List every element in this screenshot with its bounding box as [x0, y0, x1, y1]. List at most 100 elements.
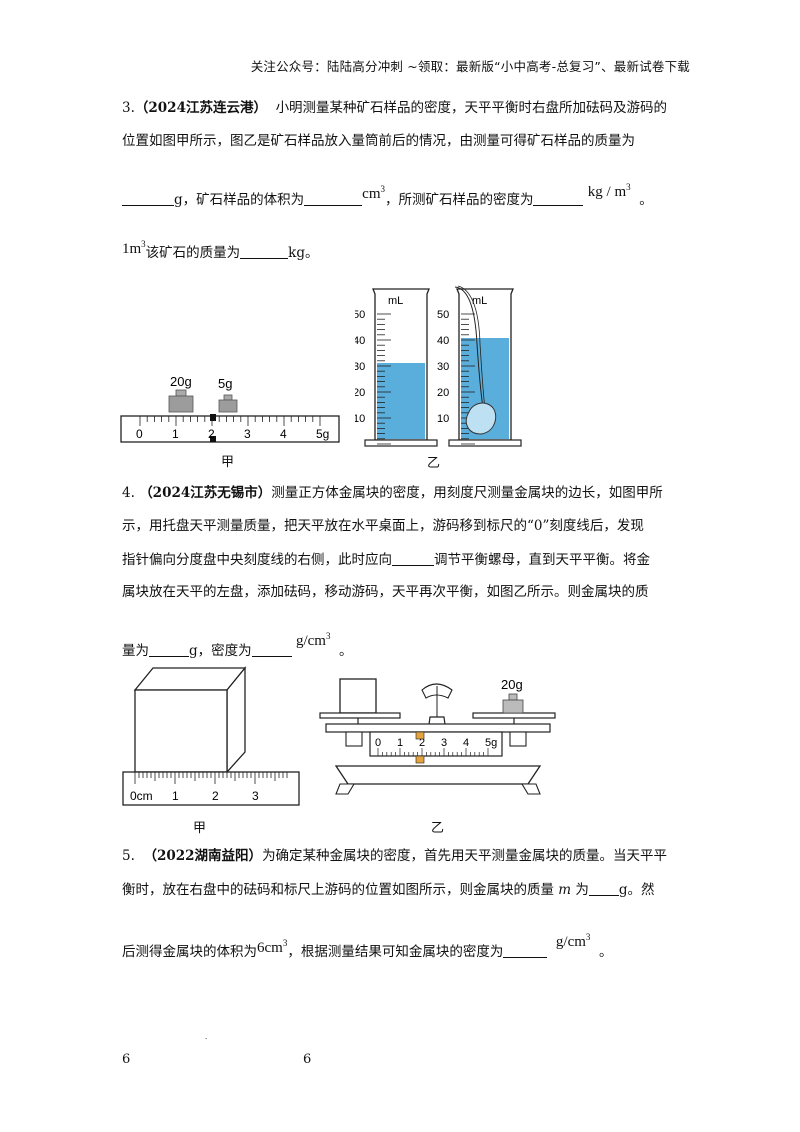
q3-unit-1m3: 1m3	[122, 239, 146, 257]
q3-weight-5g-label: 5g	[218, 376, 232, 391]
cylinder-after: mL 50 40 30 20 10	[437, 285, 522, 447]
q3-text-3b: ，所测矿石样品的密度为	[384, 192, 534, 208]
q4-caption-yi: 乙	[431, 821, 445, 836]
q4-rider-tick-label: 3	[441, 737, 447, 749]
q3-text-4-end: kg。	[288, 245, 319, 261]
q4-source: （2024江苏无锡市）	[139, 485, 272, 501]
q4-line1: 4. （2024江苏无锡市）测量正方体金属块的密度，用刻度尺测量金属块的边长，如…	[122, 485, 663, 501]
q4-blank-direction[interactable]	[392, 553, 434, 566]
q3-rider-tick-label: 5g	[316, 427, 329, 441]
q3-unit-kgm3: kg / m3	[587, 182, 631, 200]
q4-blank-mass[interactable]	[149, 644, 189, 657]
q3-number: 3.	[122, 100, 135, 116]
q4-ruler-tick-label: 2	[212, 789, 219, 803]
page-header: 关注公众号：陆陆高分冲刺 ~领取：最新版“小中高考-总复习”、最新试卷下载	[250, 59, 690, 74]
q5-text-2b: 为	[575, 882, 589, 898]
cyl2-tick-label: 40	[437, 335, 449, 347]
cyl1-tick-label: 10	[355, 413, 365, 425]
metal-block-on-pan	[339, 678, 377, 714]
q3-line4: 1m3该矿石的质量为 kg。	[122, 240, 319, 261]
cyl2-tick-label: 30	[437, 361, 449, 373]
q3-blank-density[interactable]	[533, 193, 584, 206]
q3-weight-20g-label: 20g	[170, 374, 192, 389]
q3-weight-20g	[168, 395, 194, 413]
q4-ruler-tick-label: 1	[172, 789, 179, 803]
q4-text-3b: 调节平衡螺母，直到天平平衡。将金	[434, 552, 650, 568]
q5-unit-6cm3: 6cm3	[257, 938, 288, 956]
footer-dot: .	[205, 1033, 208, 1041]
cyl1-tick-label: 50	[355, 309, 365, 321]
q3-figure-yi: mL 50 40 30 20 10 mL 50 40 30 20 10	[355, 285, 522, 447]
q4-line4: 属块放在天平的左盘，添加砝码，移动游码，天平再次平衡，如图乙所示。则金属块的质	[122, 584, 649, 600]
q3-source: （2024江苏连云港）	[134, 100, 267, 116]
q3-rider-tick-label: 2	[208, 427, 215, 441]
q4-text-4: 属块放在天平的左盘，添加砝码，移动游码，天平再次平衡，如图乙所示。则金属块的质	[122, 584, 649, 600]
q4-rider-tick-label: 2	[419, 737, 425, 749]
q3-unit-cm3: cm3	[362, 184, 385, 202]
q4-text-3a: 指针偏向分度盘中央刻度线的右侧，此时应向	[122, 552, 392, 568]
q3-text-1: 小明测量某种矿石样品的密度，天平平衡时右盘所加砝码及游码的	[275, 100, 668, 116]
q3-text-2: 位置如图甲所示，图乙是矿石样品放入量筒前后的情况，由测量可得矿石样品的质量为	[122, 133, 635, 149]
cyl2-tick-label: 20	[437, 387, 449, 399]
q3-rider-tick-label: 3	[244, 427, 251, 441]
cyl1-tick-label: 20	[355, 387, 365, 399]
ore-sample	[465, 402, 497, 435]
q3-text-3a: g，矿石样品的体积为	[174, 192, 305, 208]
q5-text-1: 为确定某种金属块的密度，首先用天平测量金属块的质量。当天平平	[262, 848, 668, 864]
q5-number: 5.	[122, 848, 135, 864]
cyl2-tick-label: 10	[437, 413, 449, 425]
q4-figure-jia: 0cm 1 2 3	[122, 666, 300, 806]
cyl2-tick-label: 50	[437, 309, 449, 321]
q3-weight-5g	[218, 399, 238, 413]
q4-weight-20g-label: 20g	[501, 677, 523, 692]
balance-base	[334, 765, 542, 785]
q4-blank-density[interactable]	[251, 644, 292, 657]
q4-rider-tick-label: 0	[375, 737, 381, 749]
q4-rider-tick-label: 1	[397, 737, 403, 749]
q3-rider-tick-label: 0	[136, 427, 143, 441]
q3-line1: 3.（2024江苏连云港） 小明测量某种矿石样品的密度，天平平衡时右盘所加砝码及…	[122, 100, 668, 116]
q3-caption-yi: 乙	[427, 456, 441, 471]
q5-blank-mass[interactable]	[588, 883, 619, 896]
q4-end: 。	[339, 643, 353, 659]
cyl2-unit: mL	[472, 295, 487, 307]
q5-line3: 后测得金属块的体积为6cm3，根据测量结果可知金属块的密度为 g/cm3 。	[122, 933, 613, 960]
q4-ruler-tick-label: 0cm	[130, 789, 153, 803]
q5-end: 。	[599, 944, 613, 960]
q5-unit-gcm3: g/cm3	[555, 932, 591, 950]
q4-caption-jia: 甲	[193, 821, 207, 836]
footer-page-left: 6	[122, 1052, 131, 1067]
q4-text-2: 示，用托盘天平测量质量，把天平放在水平桌面上，游码移到标尺的“0”刻度线后，发现	[122, 518, 644, 534]
q3-blank-mass[interactable]	[122, 193, 174, 206]
q3-caption-jia: 甲	[221, 455, 235, 470]
q3-rider-tick-label: 1	[172, 427, 179, 441]
q3-figure-jia: 20g 5g 0 1 2 3 4 5g	[120, 374, 340, 443]
q3-blank-mass-1m3[interactable]	[240, 246, 289, 259]
q3-rider-tick-label: 4	[280, 427, 287, 441]
footer-page-center: 6	[303, 1052, 312, 1067]
q5-source: （2022湖南益阳）	[143, 848, 263, 864]
q4-line3: 指针偏向分度盘中央刻度线的右侧，此时应向 调节平衡螺母，直到天平平衡。将金	[122, 553, 650, 568]
q5-text-2a: 衡时，放在右盘中的砝码和标尺上游码的位置如图所示，则金属块的质量	[122, 882, 554, 898]
q3-line2: 位置如图甲所示，图乙是矿石样品放入量筒前后的情况，由测量可得矿石样品的质量为	[122, 133, 635, 149]
cyl1-tick-label: 40	[355, 335, 365, 347]
q5-blank-density[interactable]	[503, 945, 548, 958]
q3-text-4: 该矿石的质量为	[145, 245, 241, 261]
q3-line3: g，矿石样品的体积为 cm3，所测矿石样品的密度为 kg / m3 。	[122, 183, 653, 208]
q3-end: 。	[639, 192, 653, 208]
q4-line2: 示，用托盘天平测量质量，把天平放在水平桌面上，游码移到标尺的“0”刻度线后，发现	[122, 518, 644, 534]
q3-blank-volume[interactable]	[304, 193, 363, 206]
q4-unit-gcm3: g/cm3	[295, 631, 331, 649]
q4-ruler-tick-label: 3	[252, 789, 259, 803]
q5-line1: 5. （2022湖南益阳）为确定某种金属块的密度，首先用天平测量金属块的质量。当…	[122, 848, 668, 864]
metal-cube	[133, 666, 247, 774]
q4-text-5b: g，密度为	[189, 643, 252, 659]
q5-text-3b: ，根据测量结果可知金属块的密度为	[287, 944, 504, 960]
q4-rider-tick-label: 5g	[485, 737, 497, 749]
q5-var-m: m	[558, 882, 572, 898]
cyl1-tick-label: 30	[355, 361, 365, 373]
